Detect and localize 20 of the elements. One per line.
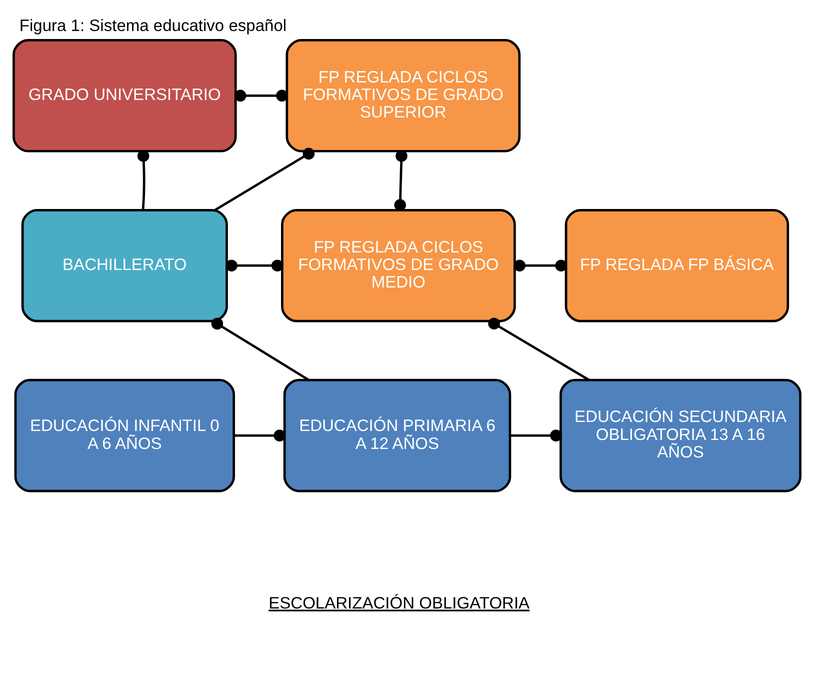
- label: ESCOLARIZACIÓN OBLIGATORIA: [268, 594, 530, 613]
- node-box: BACHILLERATO: [21, 208, 228, 322]
- node-box: FP REGLADA CICLOS FORMATIVOS DE GRADO MEDIO: [281, 208, 516, 322]
- connector: [137, 150, 150, 210]
- node-box: FP REGLADA FP BÁSICA: [564, 208, 790, 322]
- connector: [211, 318, 310, 381]
- node-box: EDUCACIÓN SECUNDARIA OBLIGATORIA 13 A 16 AÑOS: [560, 378, 802, 492]
- connector: [214, 148, 315, 212]
- connector: [488, 318, 590, 381]
- connector: [514, 260, 567, 272]
- node-box: FP REGLADA CICLOS FORMATIVOS DE GRADO SUPERIOR: [286, 39, 521, 152]
- connector: [510, 430, 562, 442]
- diagram-title: Figura 1: Sistema educativo español: [19, 16, 287, 35]
- node-box: EDUCACIÓN INFANTIL 0 A 6 AÑOS: [14, 378, 235, 492]
- node-box: EDUCACIÓN PRIMARIA 6 A 12 AÑOS: [283, 378, 512, 492]
- node-box: GRADO UNIVERSITARIO: [12, 39, 237, 152]
- connector: [394, 150, 408, 211]
- connector: [234, 90, 288, 102]
- connector: [226, 260, 284, 272]
- connector: [234, 430, 286, 442]
